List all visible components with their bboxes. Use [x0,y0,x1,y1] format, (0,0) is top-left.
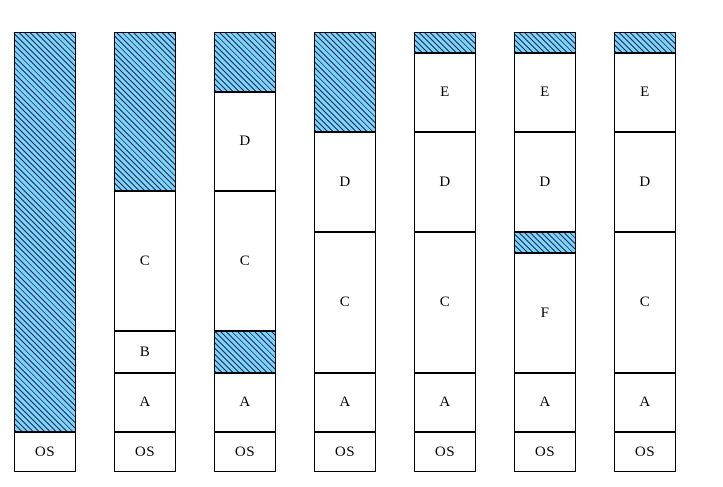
free-memory-block [314,32,376,132]
memory-block-label: C [239,252,251,269]
memory-block-label: A [639,394,651,410]
memory-block-d: D [614,132,676,232]
memory-block-c: C [114,191,176,331]
memory-block-label: A [239,394,251,410]
memory-block-a: A [214,373,276,432]
memory-block-f: F [514,253,576,373]
memory-block-label: OS [634,443,656,460]
memory-block-c: C [614,232,676,373]
memory-block-label: OS [534,443,556,460]
free-memory-block [414,32,476,53]
memory-block-d: D [314,132,376,232]
memory-block-a: A [414,373,476,432]
memory-block-os: OS [614,432,676,472]
memory-block-label: D [339,173,351,190]
memory-column-step-1: OS [14,0,76,487]
memory-block-label: C [339,294,351,310]
memory-block-os: OS [14,432,76,472]
memory-block-os: OS [514,432,576,472]
free-memory-block [114,32,176,191]
free-memory-block [14,32,76,432]
memory-column-step-7: E D C A OS [614,0,676,487]
memory-block-label: D [539,173,551,190]
memory-block-c: C [214,191,276,331]
memory-block-label: D [439,173,451,190]
memory-block-label: OS [434,443,456,460]
memory-block-label: OS [334,443,356,460]
memory-block-label: E [440,84,450,100]
memory-block-a: A [514,373,576,432]
memory-block-d: D [514,132,576,232]
memory-block-label: D [239,133,251,149]
memory-block-label: C [639,294,651,310]
free-memory-block [214,32,276,92]
memory-block-label: A [539,394,551,410]
memory-block-label: C [439,294,451,310]
memory-block-e: E [414,53,476,132]
memory-block-label: A [139,394,151,410]
memory-block-e: E [514,53,576,132]
memory-block-os: OS [414,432,476,472]
memory-block-label: A [439,394,451,410]
memory-block-b: B [114,331,176,373]
memory-block-os: OS [214,432,276,472]
free-memory-block [614,32,676,53]
memory-block-a: A [114,373,176,432]
memory-column-step-3: D C A OS [214,0,276,487]
memory-block-label: D [639,173,651,190]
memory-block-label: A [339,394,351,410]
memory-column-step-2: C B A OS [114,0,176,487]
memory-block-label: F [540,304,550,321]
memory-block-c: C [314,232,376,373]
free-memory-block [514,232,576,253]
memory-block-os: OS [114,432,176,472]
memory-block-c: C [414,232,476,373]
memory-block-a: A [614,373,676,432]
memory-block-e: E [614,53,676,132]
memory-block-a: A [314,373,376,432]
memory-block-label: OS [134,443,156,460]
memory-block-label: OS [34,443,56,460]
memory-block-label: B [139,343,151,360]
memory-block-label: E [540,84,550,100]
memory-column-step-4: D C A OS [314,0,376,487]
memory-block-d: D [214,92,276,191]
memory-block-label: E [640,84,650,100]
memory-block-label: OS [234,443,256,460]
memory-column-step-5: E D C A OS [414,0,476,487]
memory-column-step-6: E D F A OS [514,0,576,487]
free-memory-block [514,32,576,53]
free-memory-block [214,331,276,373]
memory-block-d: D [414,132,476,232]
memory-block-label: C [139,252,151,269]
memory-block-os: OS [314,432,376,472]
